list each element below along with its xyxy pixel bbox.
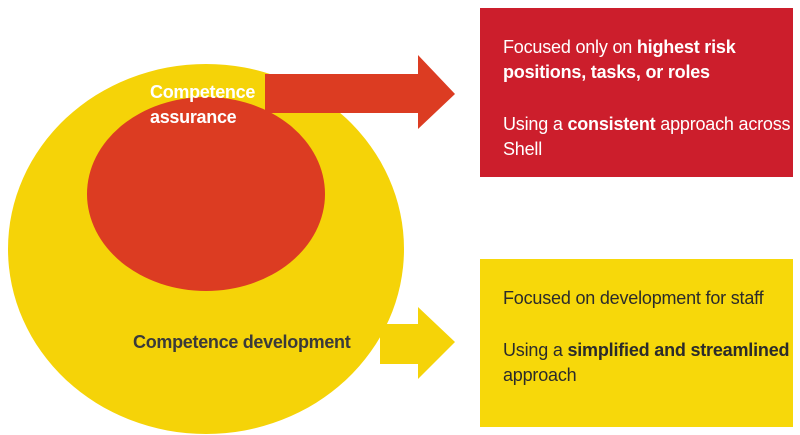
assurance-point-2: Using a consistent approach across Shell: [503, 112, 793, 162]
assurance-arrow: [265, 55, 455, 129]
label-line: assurance: [150, 107, 237, 127]
competence-assurance-box: Focused only on highest risk positions, …: [480, 8, 793, 177]
text: Using a: [503, 114, 568, 134]
text: Focused only on: [503, 37, 637, 57]
emphasis: consistent: [567, 114, 656, 134]
text: Using a: [503, 340, 568, 360]
label-line: Competence: [150, 82, 256, 102]
development-point-2: Using a simplified and streamlined appro…: [503, 338, 793, 388]
text: Focused on development for staff: [503, 288, 764, 308]
text: approach: [503, 365, 577, 385]
development-point-1: Focused on development for staff: [503, 286, 793, 311]
development-arrow: [380, 307, 455, 379]
competence-assurance-circle: [87, 97, 325, 291]
emphasis: highest risk positions, tasks, or roles: [503, 37, 736, 82]
competence-development-box: Focused on development for staff Using a…: [480, 259, 793, 427]
emphasis: simplified and streamlined: [567, 340, 790, 360]
assurance-point-1: Focused only on highest risk positions, …: [503, 35, 793, 85]
text: approach across Shell: [503, 114, 791, 159]
competence-assurance-label: Competence assurance: [150, 80, 255, 130]
competence-development-label: Competence development: [133, 332, 351, 352]
